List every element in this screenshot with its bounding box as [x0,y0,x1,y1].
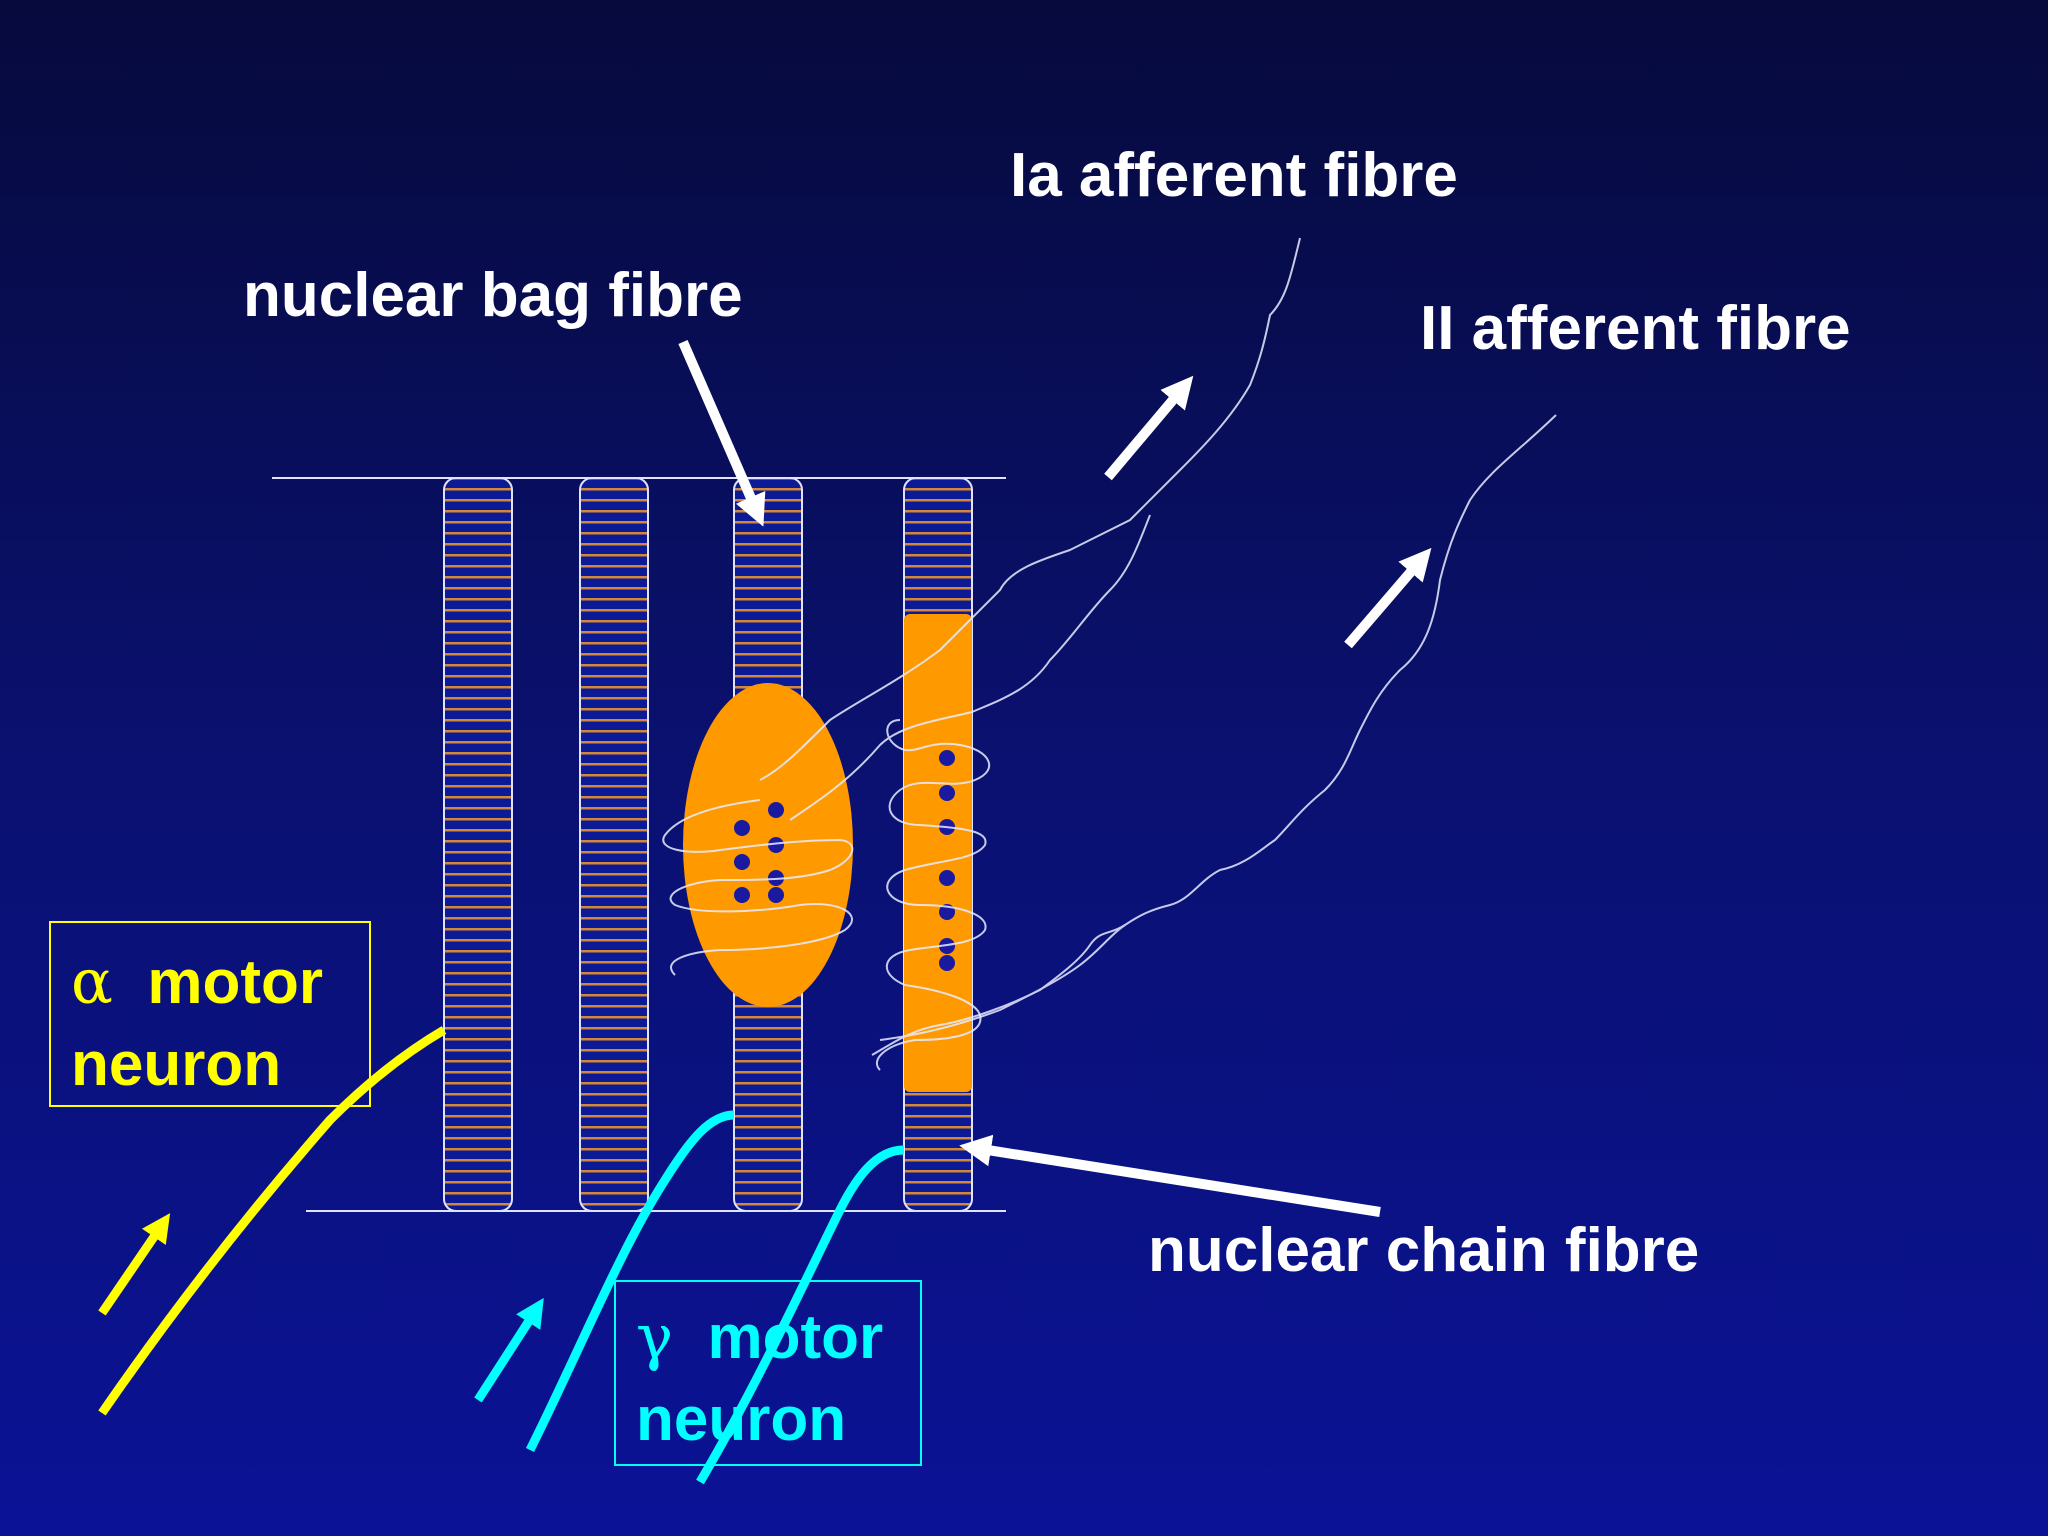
gamma-label-line-2: neuron [636,1389,920,1451]
ii-afferent-fibre-label: II afferent fibre [1420,294,1851,363]
gamma-direction-arrow [474,1297,544,1403]
alpha-symbol: α [71,945,113,1018]
alpha-label-text-1: motor [147,948,323,1017]
ii-afferent-direction-arrow [1344,547,1432,649]
alpha-direction-arrow [98,1213,171,1316]
striated-fibre-2 [579,477,649,1212]
nuclear-bag-pointer-arrow [678,340,766,527]
alpha-label-line-2: neuron [71,1034,369,1096]
ia-afferent-fibre [662,237,1301,1071]
striated-fibre-1 [443,477,513,1212]
gamma-motor-neuron-axon-1 [525,1110,735,1453]
gamma-motor-neuron-axon-2 [696,1145,905,1485]
nuclear-chain-fibre-label: nuclear chain fibre [1148,1216,1700,1285]
gamma-symbol: γ [636,1300,674,1373]
nuclear-chain [904,614,972,1092]
alpha-motor-neuron-axon [98,1026,447,1416]
nuclear-bag-fibre-label: nuclear bag fibre [243,261,743,330]
gamma-label-text-2: neuron [636,1385,847,1454]
ia-afferent-fibre-label: Ia afferent fibre [1010,141,1458,210]
ia-afferent-direction-arrow [1104,375,1194,481]
gamma-label-line-1: γ motor [636,1306,920,1369]
alpha-label-line-1: α motor [71,951,369,1014]
gamma-motor-neuron-box: γ motor neuron [614,1280,922,1466]
alpha-motor-neuron-box: α motor neuron [49,921,371,1107]
ii-afferent-fibre [871,414,1557,1056]
nuclear-chain-pointer-arrow [959,1134,1381,1217]
gamma-label-text-1: motor [707,1303,884,1372]
alpha-label-text-2: neuron [71,1030,282,1099]
